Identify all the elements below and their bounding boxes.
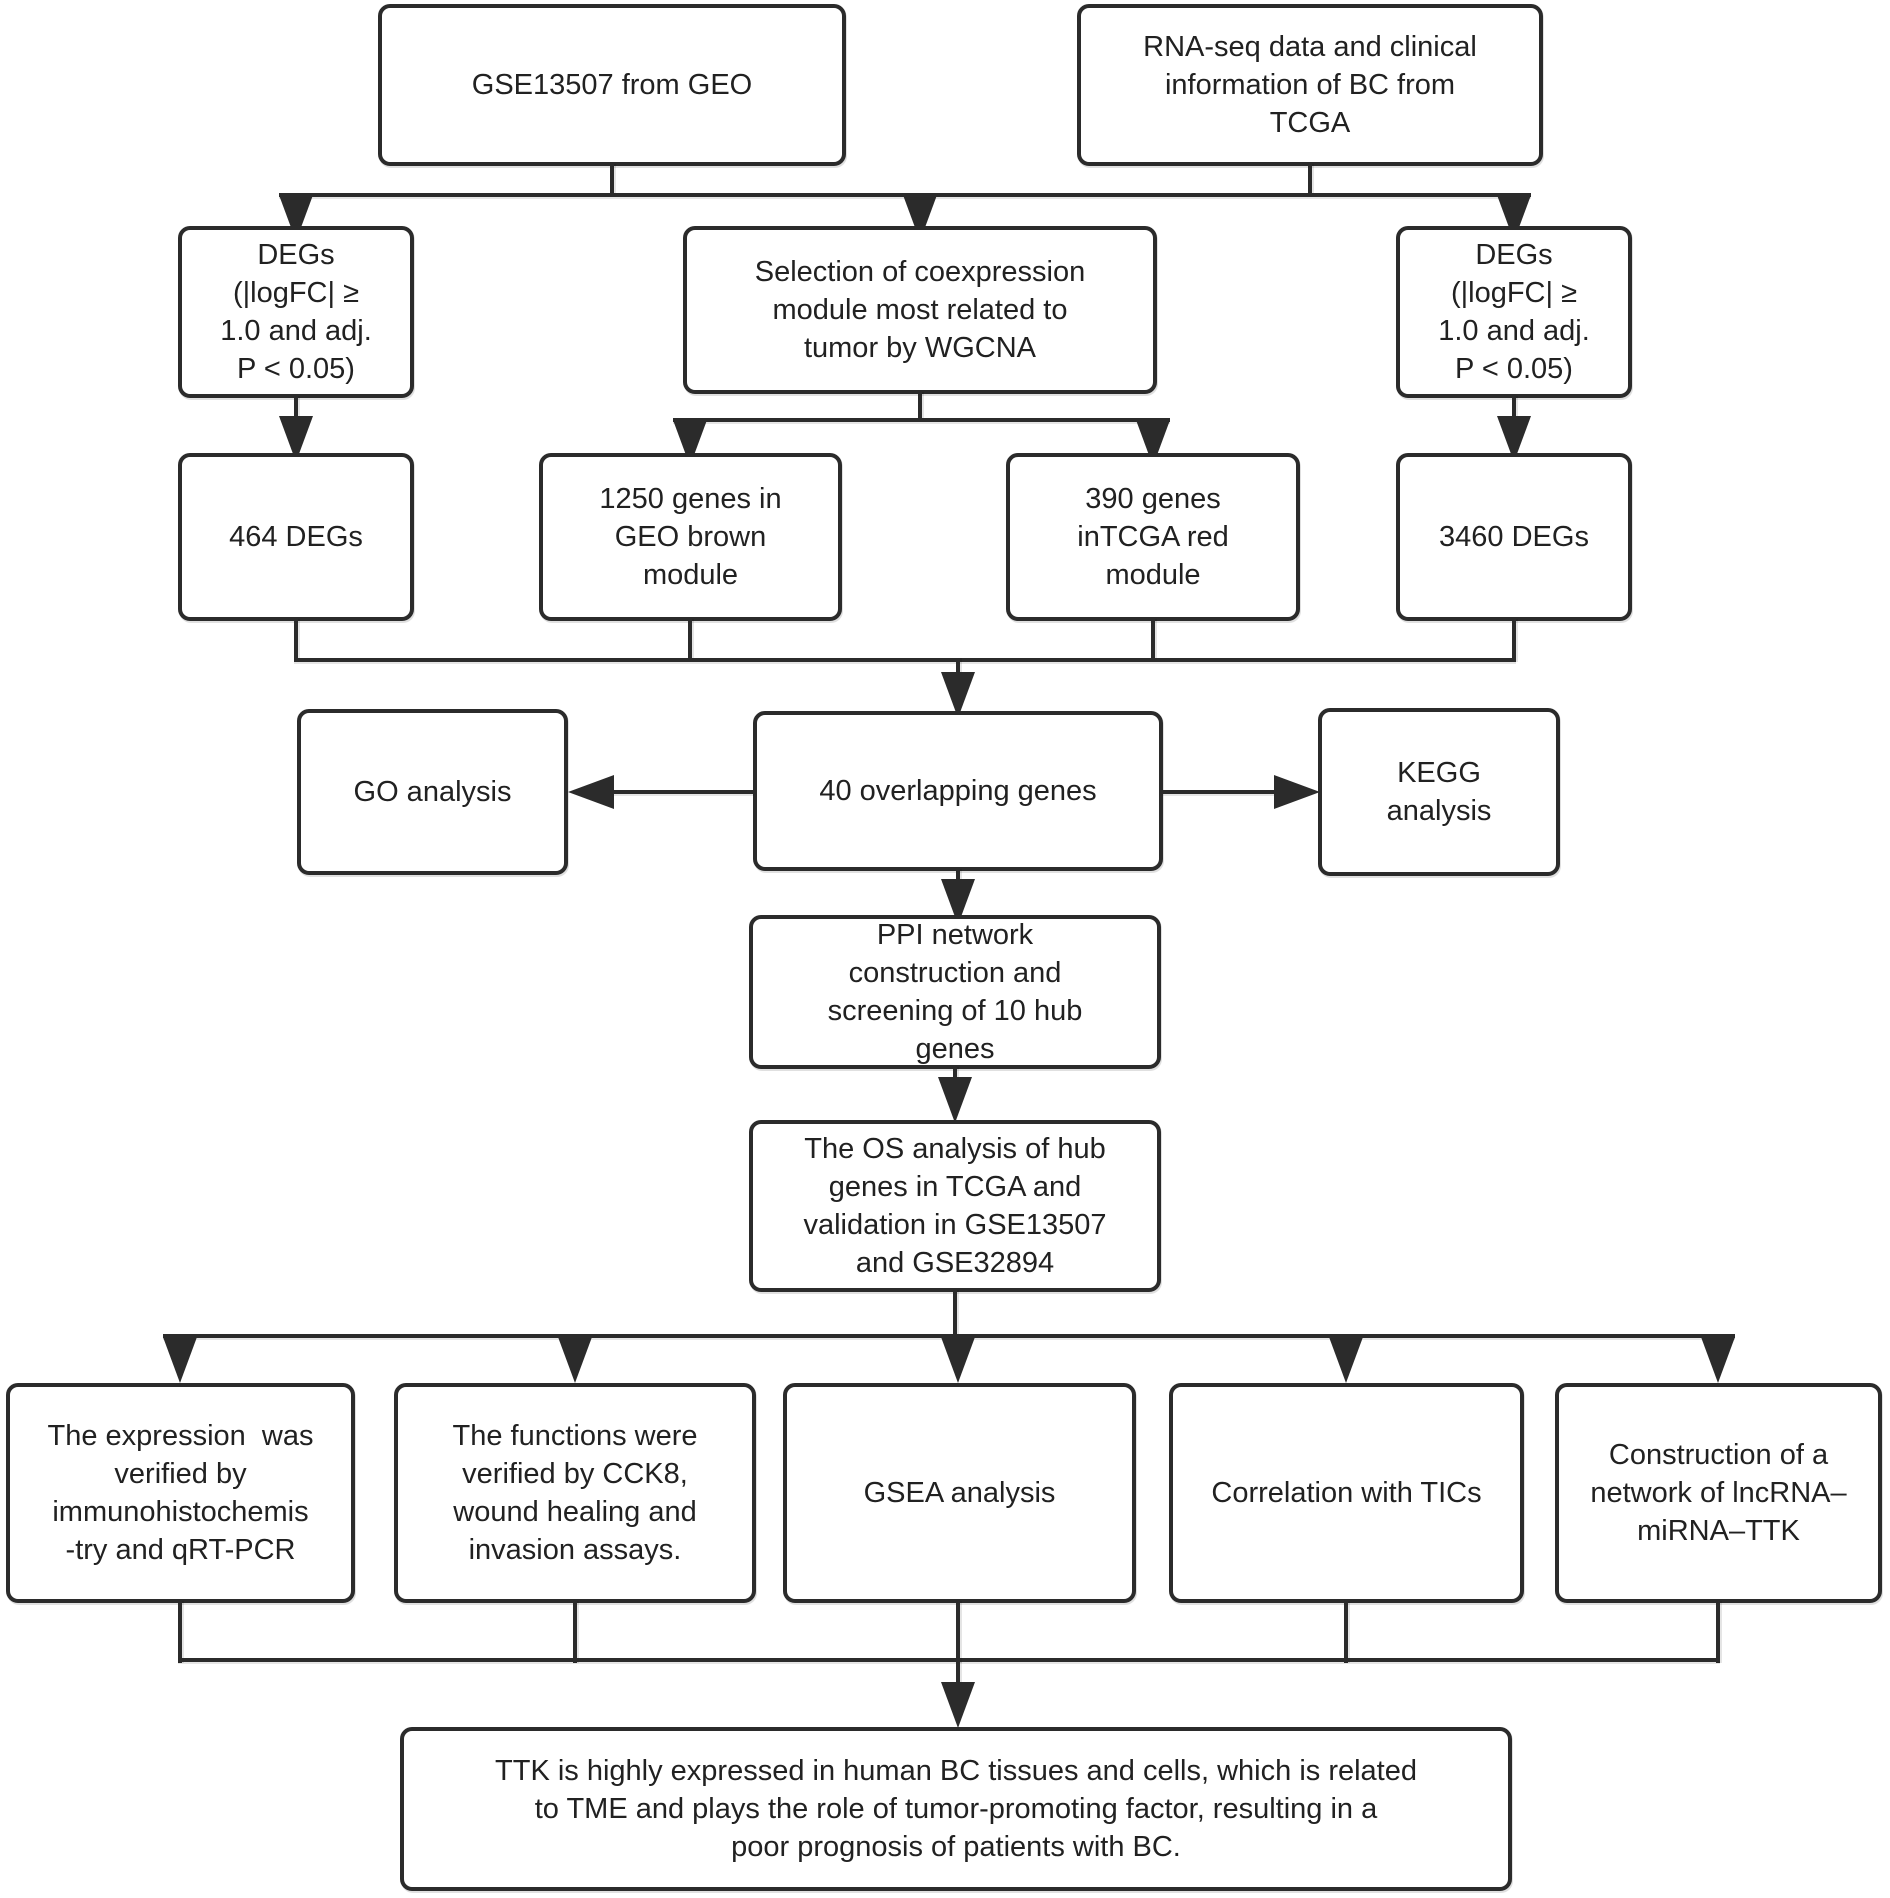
node-ppi-network: PPI network construction and screening o… bbox=[749, 915, 1161, 1069]
edge-degstcga-drop bbox=[1512, 396, 1516, 424]
node-degs-tcga: DEGs (|logFC| ≥ 1.0 and adj. P < 0.05) bbox=[1396, 226, 1632, 398]
node-brown-module: 1250 genes in GEO brown module bbox=[539, 453, 842, 621]
edge-red-merge bbox=[1151, 619, 1155, 662]
node-kegg-analysis: KEGG analysis bbox=[1318, 708, 1560, 876]
arrowhead-to-functions bbox=[558, 1337, 592, 1383]
node-go-analysis: GO analysis bbox=[297, 709, 568, 875]
edge-overlap-to-go bbox=[610, 790, 754, 794]
node-gsea-analysis: GSEA analysis bbox=[783, 1383, 1136, 1603]
node-overlap-genes: 40 overlapping genes bbox=[753, 711, 1163, 871]
node-lncrna-network: Construction of a network of lncRNA– miR… bbox=[1555, 1383, 1882, 1603]
edge-overlap-to-kegg bbox=[1163, 790, 1280, 794]
node-tcga-data: RNA-seq data and clinical information of… bbox=[1077, 4, 1543, 166]
node-wgcna: Selection of coexpression module most re… bbox=[683, 226, 1157, 394]
edge-tcga-drop bbox=[1308, 164, 1312, 197]
edge-merge-bus bbox=[294, 658, 1516, 662]
node-464-degs: 464 DEGs bbox=[178, 453, 414, 621]
edge-ppi-drop bbox=[953, 1067, 957, 1085]
edge-464-merge bbox=[294, 619, 298, 662]
node-tics-correlation: Correlation with TICs bbox=[1169, 1383, 1524, 1603]
edge-overlap-drop bbox=[956, 869, 960, 887]
edge-functions-merge bbox=[573, 1601, 577, 1663]
edge-ihc-merge bbox=[178, 1601, 182, 1663]
node-red-module: 390 genes inTCGA red module bbox=[1006, 453, 1300, 621]
edge-conclusion-drop bbox=[956, 1658, 960, 1688]
node-conclusion: TTK is highly expressed in human BC tiss… bbox=[400, 1727, 1512, 1891]
arrowhead-to-gsea bbox=[941, 1337, 975, 1383]
edge-branch-bus bbox=[163, 1334, 1735, 1338]
edge-tics-merge bbox=[1344, 1601, 1348, 1663]
edge-gse13507-drop bbox=[610, 164, 614, 197]
node-os-analysis: The OS analysis of hub genes in TCGA and… bbox=[749, 1120, 1161, 1292]
arrowhead-to-lncrna bbox=[1701, 1337, 1735, 1383]
edge-3460-merge bbox=[1512, 619, 1516, 662]
arrowhead-to-tics bbox=[1329, 1337, 1363, 1383]
arrowhead-to-conclusion bbox=[941, 1682, 975, 1728]
node-function-assays: The functions were verified by CCK8, wou… bbox=[394, 1383, 756, 1603]
edge-gsea-merge bbox=[956, 1601, 960, 1663]
edge-wgcna-bus bbox=[673, 418, 1170, 422]
node-3460-degs: 3460 DEGs bbox=[1396, 453, 1632, 621]
arrowhead-to-overlap bbox=[941, 672, 975, 718]
arrowhead-to-go bbox=[568, 775, 614, 809]
edge-merge-drop bbox=[956, 658, 960, 682]
edge-wgcna-drop bbox=[918, 392, 922, 422]
arrowhead-to-kegg bbox=[1274, 775, 1320, 809]
node-degs-geo: DEGs (|logFC| ≥ 1.0 and adj. P < 0.05) bbox=[178, 226, 414, 398]
node-gse13507-geo: GSE13507 from GEO bbox=[378, 4, 846, 166]
edge-brown-merge bbox=[688, 619, 692, 662]
edge-lncrna-merge bbox=[1716, 1601, 1720, 1663]
edge-os-drop bbox=[953, 1290, 957, 1338]
edge-degsgeo-drop bbox=[294, 396, 298, 424]
arrowhead-to-os bbox=[938, 1077, 972, 1123]
node-ihc-qrtpcr: The expression was verified by immunohis… bbox=[6, 1383, 355, 1603]
edge-bottom-bus bbox=[178, 1658, 1720, 1662]
arrowhead-to-ihc bbox=[163, 1337, 197, 1383]
